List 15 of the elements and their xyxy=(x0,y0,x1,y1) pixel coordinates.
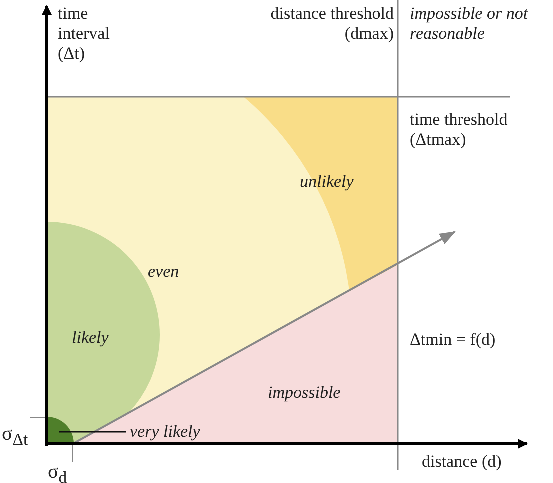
axis-label: distance threshold (dmax) xyxy=(270,4,394,44)
region-label: unlikely xyxy=(300,172,354,192)
axis-tick-label: σ$_{d}$ xyxy=(48,462,68,483)
leader-line xyxy=(59,431,126,433)
region-label: very likely xyxy=(130,422,200,442)
region-label: impossible xyxy=(268,383,341,403)
very-likely-region xyxy=(47,417,74,444)
axis-label: time interval (Δt) xyxy=(58,4,111,64)
curve-label: Δtmin = f(d) xyxy=(410,330,496,350)
region-label: likely xyxy=(72,328,109,348)
region-label: even xyxy=(148,262,180,282)
region-label: impossible or not reasonable xyxy=(410,4,530,44)
threshold-label: time threshold (Δtmax) xyxy=(410,110,509,150)
axis-label: distance (d) xyxy=(422,452,502,472)
axis-tick-label: σ$_{Δt}$ xyxy=(2,424,28,450)
